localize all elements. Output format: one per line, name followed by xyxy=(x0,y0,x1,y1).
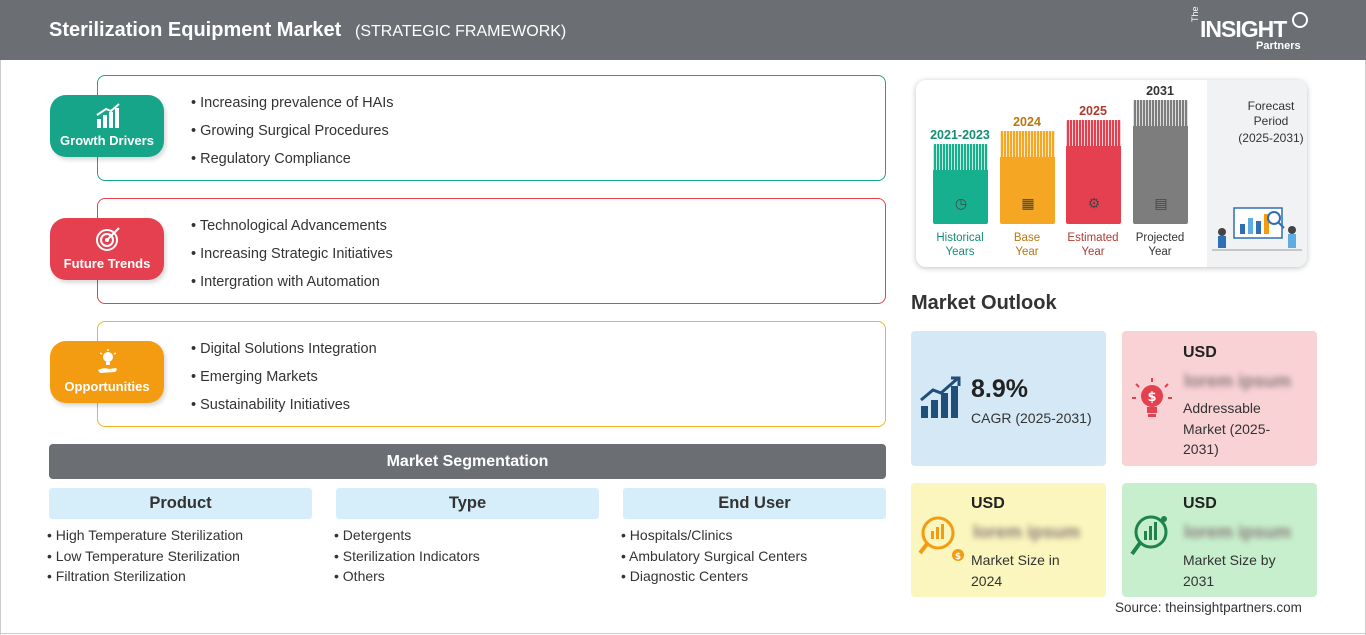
list-item: Low Temperature Sterilization xyxy=(47,548,243,569)
list-item: Increasing Strategic Initiatives xyxy=(191,244,393,272)
market-size-2024-usd: USD xyxy=(971,495,1005,512)
market-size-2031-card: USD lorem ipsum Market Size by 2031 xyxy=(1122,483,1317,597)
cagr-value: 8.9% xyxy=(971,375,1028,403)
addressable-value-blurred: lorem ipsum xyxy=(1184,371,1292,391)
opportunities-card: Digital Solutions Integration Emerging M… xyxy=(97,321,886,427)
source-note[interactable]: Source: theinsightpartners.com xyxy=(1115,600,1302,615)
forecast-period-label: Forecast Period (2025-2031) xyxy=(1238,99,1304,145)
list-item: Others xyxy=(334,568,480,589)
timeline-bar-base: ▦ xyxy=(1000,131,1055,224)
presentation-chart-icon: ▤ xyxy=(1154,195,1168,211)
list-item: Sustainability Initiatives xyxy=(191,395,377,423)
logo-ring-icon xyxy=(1292,12,1308,28)
clock-history-icon: ◷ xyxy=(954,195,968,211)
timeline-bar-estimated: ⚙ xyxy=(1066,120,1121,224)
rising-bar-chart-icon xyxy=(920,376,961,418)
cagr-label: CAGR (2025-2031) xyxy=(971,410,1092,426)
opportunities-list: Digital Solutions Integration Emerging M… xyxy=(191,339,377,423)
page-title: Sterilization Equipment Market xyxy=(49,19,342,41)
market-size-2024-label: Market Size in 2024 xyxy=(971,552,1060,589)
future-trends-list: Technological Advancements Increasing St… xyxy=(191,216,393,300)
bar-chart-growth-icon xyxy=(96,103,120,128)
addressable-label: Addressable Market (2025- 2031) xyxy=(1183,400,1271,457)
market-segmentation-title: Market Segmentation xyxy=(49,444,886,479)
list-item: Emerging Markets xyxy=(191,367,377,395)
lightbulb-dollar-icon: $ xyxy=(1132,378,1172,417)
year-historical: 2021-2023 xyxy=(930,128,990,142)
market-size-2031-label: Market Size by 2031 xyxy=(1183,552,1276,589)
opportunities-badge: Opportunities xyxy=(50,341,164,403)
market-outlook-title: Market Outlook xyxy=(911,292,1057,314)
calendar-icon: ▦ xyxy=(1021,195,1035,211)
list-item: Ambulatory Surgical Centers xyxy=(621,548,807,569)
segment-list-product: High Temperature Sterilization Low Tempe… xyxy=(47,527,243,589)
timeline-bar-projected: ▤ xyxy=(1133,100,1188,224)
svg-text:$: $ xyxy=(1147,390,1156,405)
list-item: Digital Solutions Integration xyxy=(191,339,377,367)
future-trends-card: Technological Advancements Increasing St… xyxy=(97,198,886,304)
segment-header-end-user: End User xyxy=(623,488,886,519)
page-subtitle: (STRATEGIC FRAMEWORK) xyxy=(355,23,567,40)
segment-list-end-user: Hospitals/Clinics Ambulatory Surgical Ce… xyxy=(621,527,807,589)
analyst-dashboard-icon xyxy=(1212,207,1302,251)
svg-text:$: $ xyxy=(955,552,961,562)
lightbulb-hand-icon xyxy=(98,349,117,373)
segment-header-type: Type xyxy=(336,488,599,519)
future-trends-label: Future Trends xyxy=(63,256,151,271)
list-item: Filtration Sterilization xyxy=(47,568,243,589)
year-projected: 2031 xyxy=(1146,84,1174,98)
timeline-bar-historical: ◷ xyxy=(933,144,988,224)
growth-drivers-list: Increasing prevalence of HAIs Growing Su… xyxy=(191,93,394,177)
market-size-2024-value-blurred: lorem ipsum xyxy=(973,522,1081,542)
year-estimated: 2025 xyxy=(1079,104,1107,118)
frame-bottom xyxy=(0,633,1366,634)
market-size-2031-value-blurred: lorem ipsum xyxy=(1184,522,1292,542)
opportunities-label: Opportunities xyxy=(64,379,150,394)
segment-list-type: Detergents Sterilization Indicators Othe… xyxy=(334,527,480,589)
insight-partners-logo[interactable]: The INSIGHT Partners xyxy=(1190,6,1310,54)
logo-partners: Partners xyxy=(1256,40,1301,52)
list-item: Regulatory Compliance xyxy=(191,149,394,177)
segment-header-product: Product xyxy=(49,488,312,519)
list-item: Hospitals/Clinics xyxy=(621,527,807,548)
year-base: 2024 xyxy=(1013,115,1041,129)
header-bar: Sterilization Equipment Market (STRATEGI… xyxy=(0,0,1366,60)
future-trends-badge: Future Trends xyxy=(50,218,164,280)
list-item: Growing Surgical Procedures xyxy=(191,121,394,149)
cagr-card: 8.9% CAGR (2025-2031) xyxy=(911,331,1106,466)
list-item: Increasing prevalence of HAIs xyxy=(191,93,393,121)
list-item: Detergents xyxy=(334,527,480,548)
list-item: High Temperature Sterilization xyxy=(47,527,243,548)
market-size-2024-card: $ USD lorem ipsum Market Size in 2024 xyxy=(911,483,1106,597)
addressable-usd: USD xyxy=(1183,344,1217,361)
addressable-market-card: $ USD lorem ipsum Addressable Market (20… xyxy=(1122,331,1317,466)
magnifier-dollar-icon: $ xyxy=(918,516,964,562)
growth-drivers-card: Increasing prevalence of HAIs Growing Su… xyxy=(97,75,886,181)
frame-left xyxy=(0,60,1,635)
list-item: Intergration with Automation xyxy=(191,272,393,300)
market-size-2031-usd: USD xyxy=(1183,495,1217,512)
list-item: Technological Advancements xyxy=(191,216,393,244)
list-item: Diagnostic Centers xyxy=(621,568,807,589)
magnifier-chart-icon xyxy=(1130,515,1168,556)
growth-drivers-badge: Growth Drivers xyxy=(50,95,164,157)
growth-drivers-label: Growth Drivers xyxy=(60,133,154,148)
logo-the: The xyxy=(1190,6,1200,22)
logo-insight: INSIGHT xyxy=(1200,16,1287,42)
gears-chart-icon: ⚙ xyxy=(1087,195,1101,211)
target-icon xyxy=(96,227,120,251)
list-item: Sterilization Indicators xyxy=(334,548,480,569)
